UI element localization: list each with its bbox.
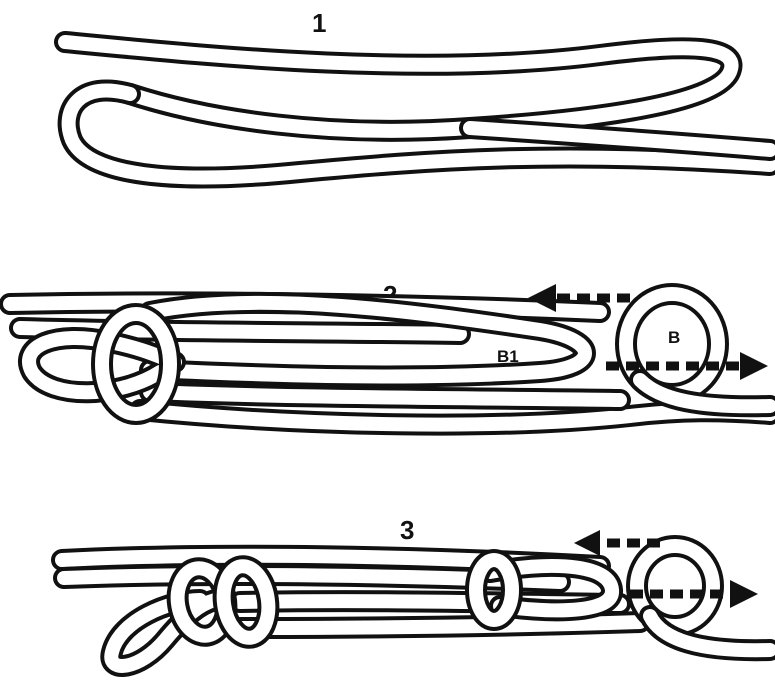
step-1-panel: 1	[65, 8, 770, 177]
step-2-panel: 2 B1 B	[10, 280, 770, 425]
step-1-number: 1	[312, 8, 326, 38]
label-b: B	[668, 328, 680, 347]
step-3-panel: 3	[62, 515, 770, 666]
step-3-number: 3	[400, 515, 414, 545]
label-b1: B1	[497, 347, 519, 366]
